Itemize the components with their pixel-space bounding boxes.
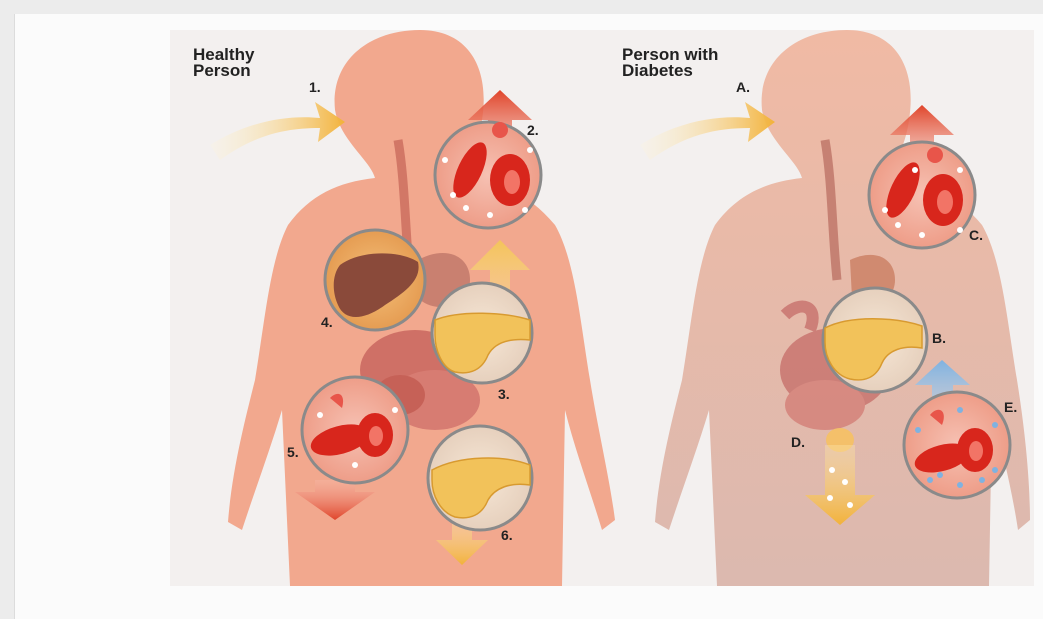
marker-d: D.: [791, 434, 805, 450]
marker-6: 6.: [501, 527, 513, 543]
marker-e: E.: [1004, 399, 1017, 415]
diabetes-blood-circle-e: [904, 392, 1010, 498]
healthy-pancreas-circle-3: [432, 283, 532, 383]
diabetes-title: Person with Diabetes: [622, 47, 718, 79]
healthy-body-silhouette: [228, 30, 615, 586]
healthy-liver-circle-4: [325, 230, 425, 330]
marker-a: A.: [736, 79, 750, 95]
healthy-person-figure: [210, 30, 615, 586]
marker-4: 4.: [321, 314, 333, 330]
marker-3: 3.: [498, 386, 510, 402]
yellow-intake-arrow-icon: [210, 102, 345, 160]
diabetes-pancreas-circle-b: [823, 288, 927, 392]
healthy-pancreas-circle-6: [428, 426, 532, 530]
marker-b: B.: [932, 330, 946, 346]
healthy-title-line2: Person: [193, 63, 254, 79]
marker-2: 2.: [527, 122, 539, 138]
marker-5: 5.: [287, 444, 299, 460]
healthy-blood-circle-2: [435, 122, 541, 228]
yellow-intake-arrow-icon: [640, 102, 775, 160]
marker-c: C.: [969, 227, 983, 243]
marker-1: 1.: [309, 79, 321, 95]
window-top-border: [0, 0, 1043, 14]
healthy-title: Healthy Person: [193, 47, 254, 79]
diabetes-blood-circle-c: [869, 142, 975, 248]
diabetes-title-line2: Diabetes: [622, 63, 718, 79]
diabetes-comparison-illustration: [170, 30, 1034, 586]
diabetes-person-figure: [640, 30, 1030, 586]
window-left-border: [0, 14, 14, 619]
healthy-blood-circle-5: [302, 377, 408, 483]
